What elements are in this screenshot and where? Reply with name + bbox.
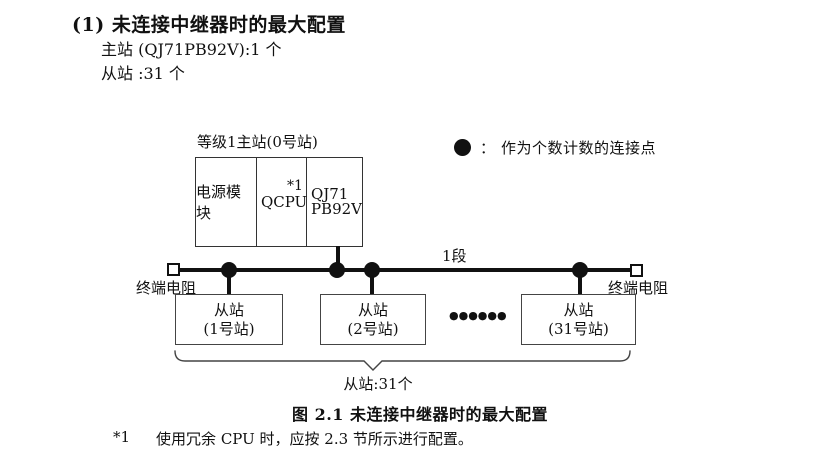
master-drop-line: [336, 246, 340, 270]
connection-dot-icon: [572, 262, 588, 278]
slave-box-1: 从站 (1号站): [175, 294, 283, 345]
cpu-cell: QCPU *1: [257, 158, 307, 246]
network-module-line1: QJ71: [310, 185, 349, 203]
slave2-name: 从站: [357, 300, 388, 319]
bus-line: [174, 268, 638, 272]
slave31-name: 从站: [563, 300, 594, 319]
footnote-text: 使用冗余 CPU 时，应按 2.3 节所示进行配置。: [156, 430, 473, 448]
underbrace: [174, 350, 631, 371]
legend: ： 作为个数计数的连接点: [454, 137, 656, 158]
slave2-station: (2号站): [347, 319, 399, 338]
network-module-line2: PB92V: [310, 200, 362, 218]
connection-dot-icon: [364, 262, 380, 278]
slave31-station: (31号站): [548, 319, 609, 338]
slave1-drop-line: [227, 270, 231, 296]
legend-text: 作为个数计数的连接点: [501, 139, 657, 157]
master-station-label: 等级1主站(0号站): [197, 133, 318, 151]
master-station-box: 电源模块 QCPU *1 QJ71 PB92V: [195, 157, 363, 247]
figure-caption: 图 2.1 未连接中继器时的最大配置: [292, 405, 548, 424]
master-count-line: 主站 (QJ71PB92V):1 个: [101, 40, 282, 59]
terminator-right-label: 终端电阻: [608, 279, 669, 297]
page-title: (1) 未连接中继器时的最大配置: [72, 14, 346, 36]
ellipsis-dots: ●●●●●●: [449, 309, 507, 322]
slave-box-2: 从站 (2号站): [320, 294, 426, 345]
legend-colon: ：: [480, 139, 496, 157]
slave2-drop-line: [370, 270, 374, 295]
power-module-cell: 电源模块: [196, 158, 257, 246]
slave-box-31: 从站 (31号站): [521, 294, 636, 345]
terminator-right-icon: [630, 264, 643, 277]
connection-dot-icon: [329, 262, 345, 278]
cpu-label: QCPU: [260, 193, 308, 211]
slave-total-label: 从站:31个: [343, 375, 413, 393]
slave1-name: 从站: [213, 300, 244, 319]
slave1-station: (1号站): [203, 319, 255, 338]
network-module-cell: QJ71 PB92V: [307, 158, 362, 246]
footnote-marker: *1: [113, 428, 131, 446]
segment-label: 1段: [442, 247, 467, 265]
terminator-left-icon: [167, 263, 180, 276]
footnote: *1 使用冗余 CPU 时，应按 2.3 节所示进行配置。: [113, 428, 473, 449]
terminator-left-label: 终端电阻: [136, 279, 197, 297]
slave31-drop-line: [578, 270, 582, 296]
connection-point-dot-icon: [454, 139, 471, 156]
cpu-footnote-marker: *1: [287, 178, 303, 194]
slave-count-line: 从站 :31 个: [101, 64, 185, 83]
connection-dot-icon: [221, 262, 237, 278]
